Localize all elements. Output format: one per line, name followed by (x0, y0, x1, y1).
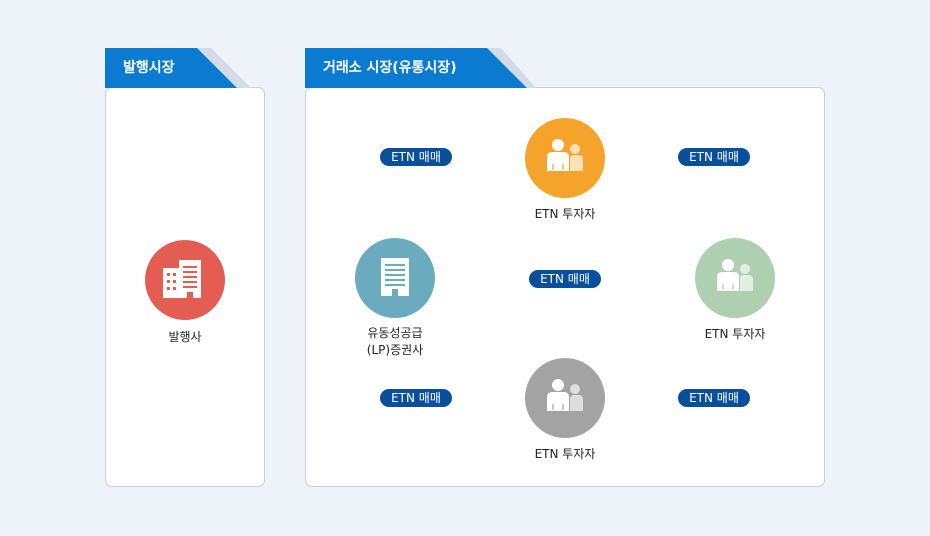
issuer-node (145, 240, 225, 320)
trade-pill-bottom-right: ETN 매매 (678, 389, 750, 407)
building-icon (163, 260, 201, 298)
issue-market-panel (105, 87, 265, 487)
lp-node (355, 238, 435, 318)
people-icon (717, 259, 753, 291)
investor-top-label: ETN 투자자 (534, 207, 596, 221)
issue-market-tab-label: 발행시장 (123, 60, 175, 76)
investor-right-label: ETN 투자자 (704, 327, 766, 341)
trade-pill-top-right: ETN 매매 (678, 148, 750, 166)
investor-bottom-node (525, 358, 605, 438)
trade-pill-middle: ETN 매매 (529, 270, 601, 288)
trade-pill-bottom-left: ETN 매매 (380, 389, 452, 407)
exchange-market-tab-label: 거래소 시장(유통시장) (323, 60, 457, 76)
issue-market-tab: 발행시장 (105, 48, 255, 88)
investor-top-node (525, 118, 605, 198)
issuer-label: 발행사 (168, 330, 202, 344)
tab-background (305, 48, 536, 88)
exchange-market-tab: 거래소 시장(유통시장) (305, 48, 540, 88)
trade-pill-top-left: ETN 매매 (380, 148, 452, 166)
investor-right-node (695, 238, 775, 318)
lp-label-line1: 유동성공급 (367, 326, 423, 340)
people-icon (547, 139, 583, 171)
people-icon (547, 379, 583, 411)
investor-bottom-label: ETN 투자자 (534, 447, 596, 461)
tab-background (105, 48, 251, 88)
lp-label-line2: (LP)증권사 (366, 343, 424, 357)
office-building-icon (381, 258, 409, 296)
